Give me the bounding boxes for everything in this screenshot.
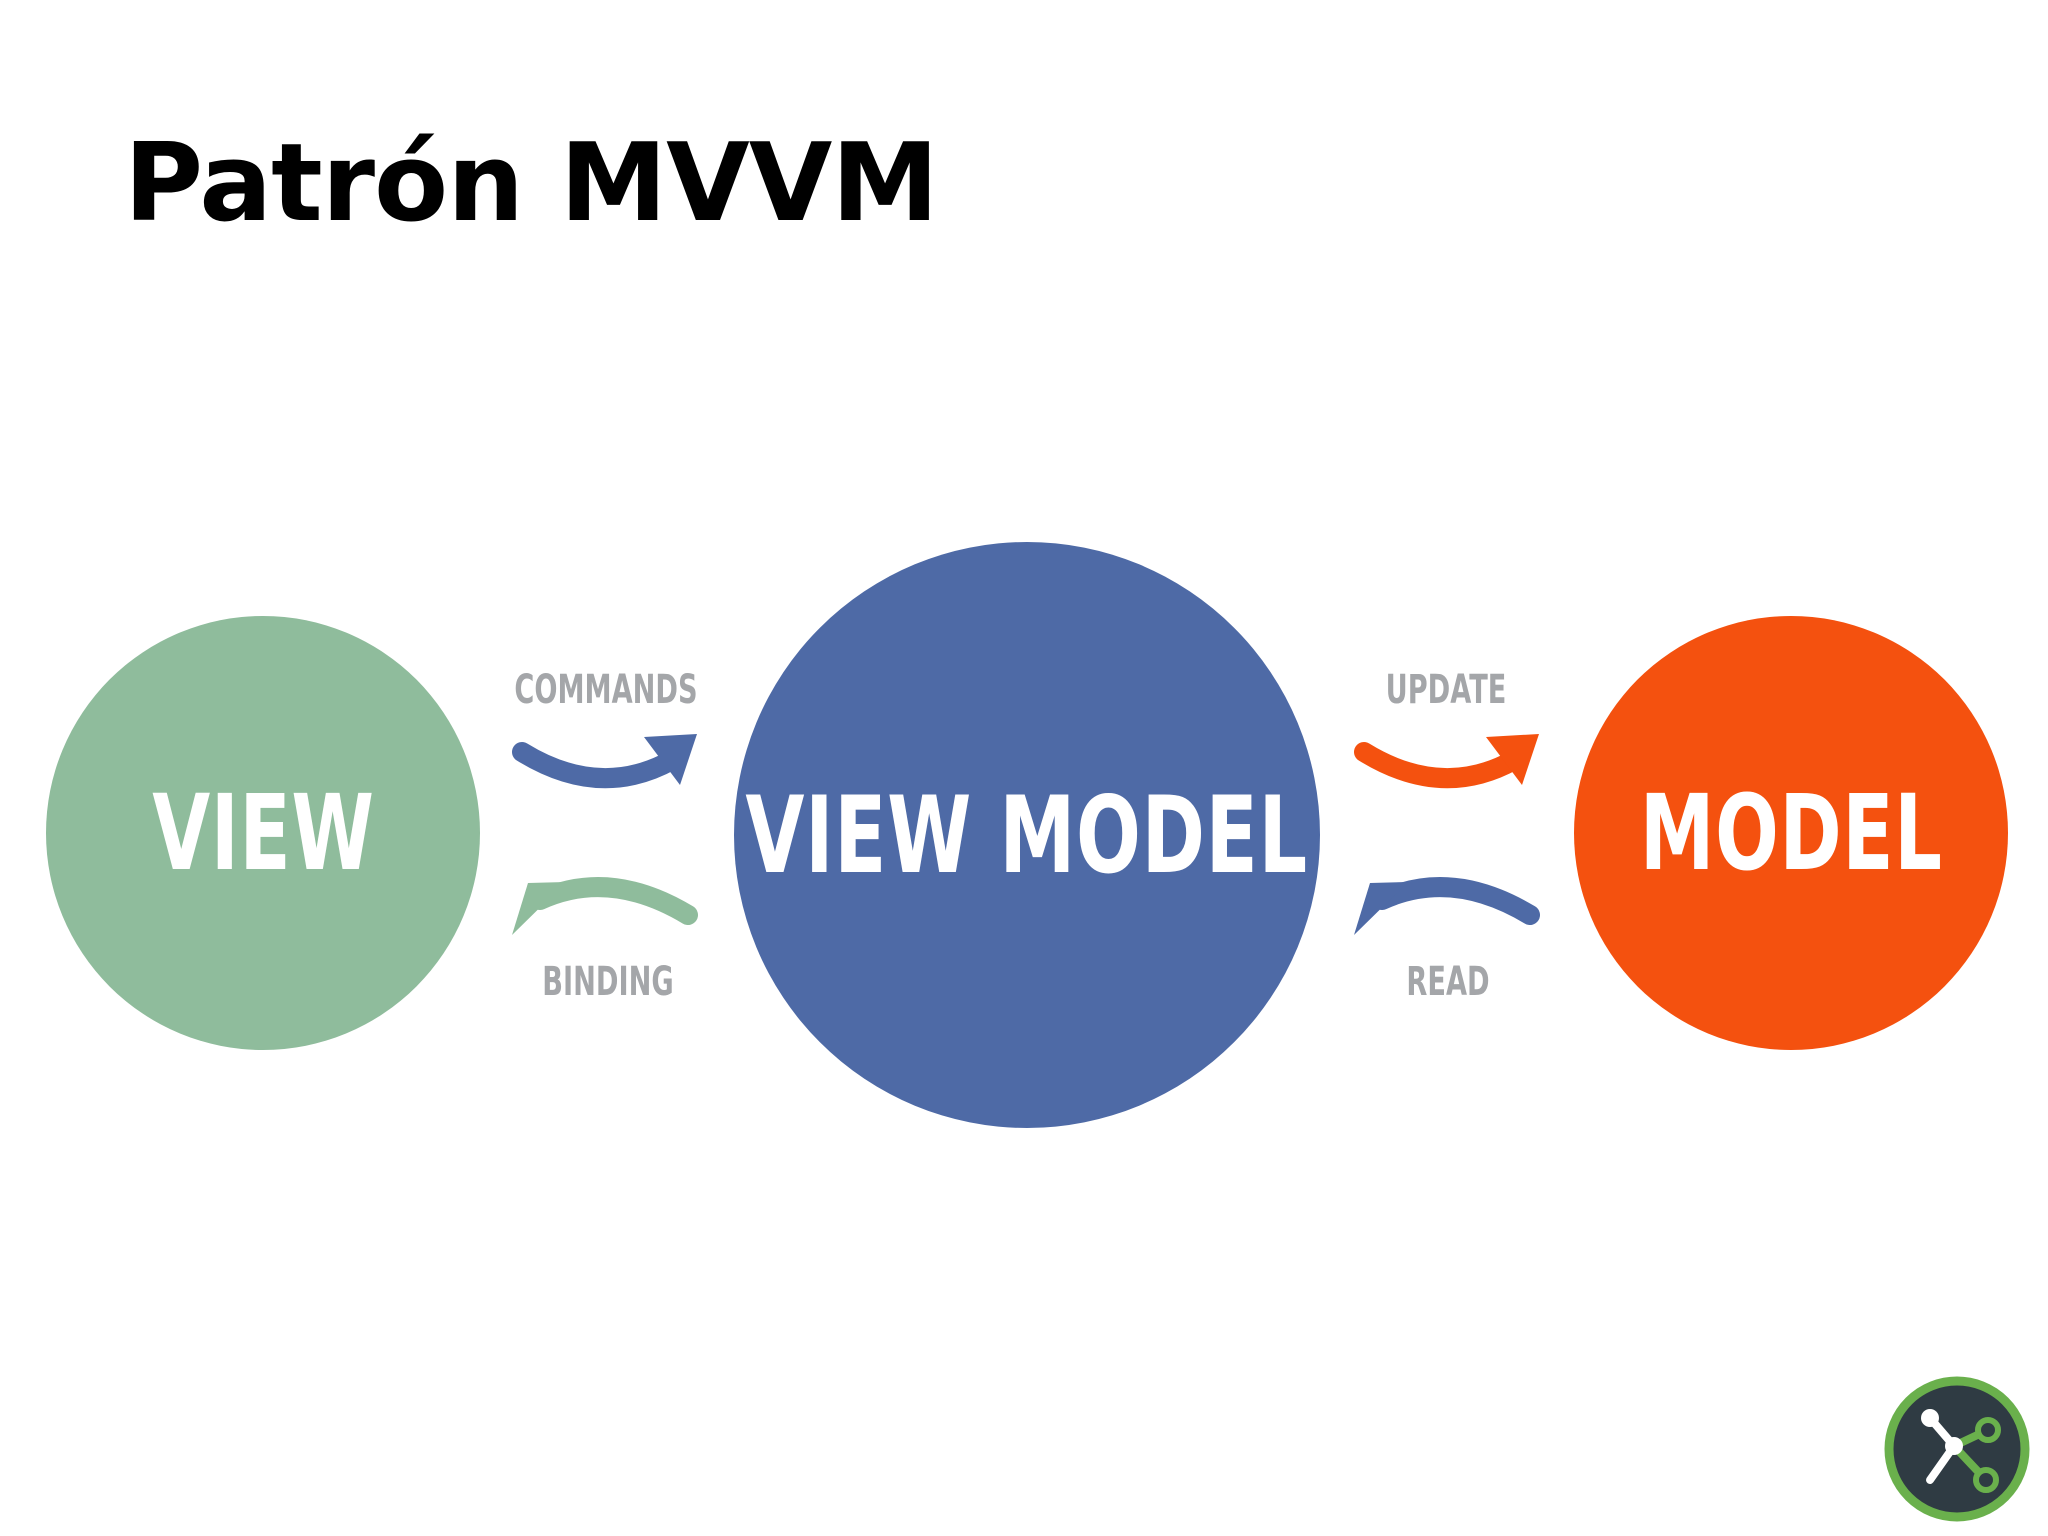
view-model-node-label: VIEW MODEL — [745, 773, 1309, 897]
read-arrow-icon — [1354, 877, 1540, 935]
model-node-label: MODEL — [1639, 772, 1943, 894]
read-label: READ — [1406, 959, 1490, 1005]
update-arrow-icon — [1354, 734, 1539, 789]
model-node: MODEL — [1574, 616, 2008, 1050]
update-label: UPDATE — [1385, 667, 1507, 713]
commands-arrow-icon — [512, 734, 697, 789]
share-network-icon — [1884, 1376, 2030, 1522]
slide-title: Patrón MVVM — [124, 121, 939, 246]
view-model-node: VIEW MODEL — [734, 542, 1320, 1128]
commands-label: COMMANDS — [514, 667, 698, 713]
binding-arrow-icon — [512, 877, 698, 935]
view-node-label: VIEW — [151, 772, 375, 894]
binding-label: BINDING — [542, 959, 674, 1005]
view-node: VIEW — [46, 616, 480, 1050]
